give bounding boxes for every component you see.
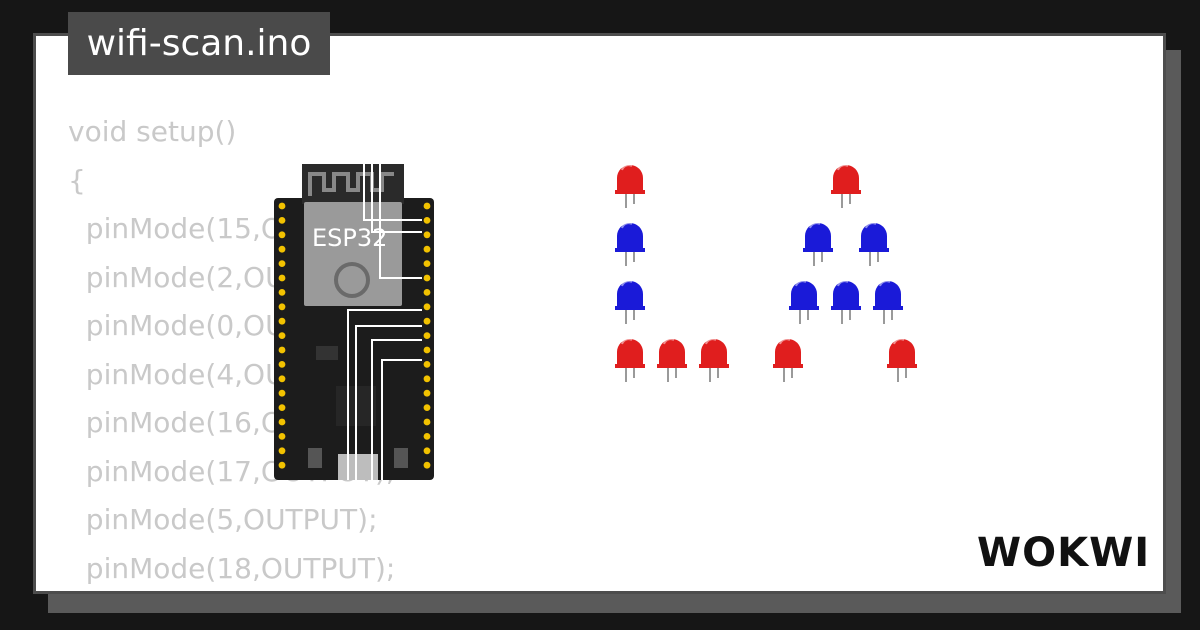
pin[interactable] bbox=[423, 231, 431, 239]
pin[interactable] bbox=[423, 260, 431, 267]
pin[interactable] bbox=[423, 332, 431, 339]
pin[interactable] bbox=[278, 375, 286, 383]
pin[interactable] bbox=[278, 346, 286, 354]
code-line: pinMode(19,OUTPUT); bbox=[68, 593, 395, 594]
red-led[interactable] bbox=[699, 338, 729, 382]
pin[interactable] bbox=[423, 202, 431, 210]
en-button[interactable] bbox=[308, 448, 322, 468]
pin[interactable] bbox=[278, 404, 286, 411]
left-pin-header bbox=[278, 202, 286, 469]
pin[interactable] bbox=[423, 317, 431, 325]
pin[interactable] bbox=[278, 389, 286, 397]
preview-card: void setup(){ pinMode(15,OUTPUT); pinMod… bbox=[33, 33, 1166, 594]
project-title: wifi-scan.ino bbox=[68, 12, 330, 75]
blue-led[interactable] bbox=[859, 222, 889, 266]
red-led[interactable] bbox=[657, 338, 687, 382]
espressif-logo-icon bbox=[334, 262, 370, 298]
chip-regulator bbox=[316, 346, 338, 360]
red-led[interactable] bbox=[831, 164, 861, 208]
pin[interactable] bbox=[278, 245, 286, 253]
blue-led[interactable] bbox=[803, 222, 833, 266]
wokwi-logo: WOKWI bbox=[977, 530, 1150, 576]
esp32-board[interactable]: ESP32 bbox=[272, 160, 442, 482]
pin[interactable] bbox=[423, 274, 431, 282]
pin[interactable] bbox=[423, 461, 431, 469]
pin[interactable] bbox=[278, 317, 286, 325]
blue-led[interactable] bbox=[615, 222, 645, 266]
red-led[interactable] bbox=[773, 338, 803, 382]
pin[interactable] bbox=[423, 447, 431, 455]
pin[interactable] bbox=[423, 361, 431, 368]
pin[interactable] bbox=[423, 433, 431, 440]
wokwi-wordmark: WOKWI bbox=[977, 530, 1150, 576]
pin[interactable] bbox=[278, 202, 286, 210]
rf-shield bbox=[304, 202, 402, 306]
red-led[interactable] bbox=[887, 338, 917, 382]
blue-led[interactable] bbox=[615, 280, 645, 324]
pin[interactable] bbox=[423, 389, 431, 397]
red-led[interactable] bbox=[615, 338, 645, 382]
pin[interactable] bbox=[278, 260, 286, 267]
pin[interactable] bbox=[278, 461, 286, 469]
code-line: pinMode(18,OUTPUT); bbox=[68, 551, 396, 585]
code-line: pinMode(5,OUTPUT); bbox=[68, 503, 378, 536]
pin[interactable] bbox=[278, 289, 286, 296]
boot-button[interactable] bbox=[394, 448, 408, 468]
right-pin-header bbox=[423, 202, 431, 469]
code-line: { bbox=[68, 163, 86, 197]
blue-led[interactable] bbox=[789, 280, 819, 324]
pin[interactable] bbox=[423, 404, 431, 411]
pin[interactable] bbox=[423, 346, 431, 354]
antenna-trace bbox=[308, 172, 394, 196]
pin[interactable] bbox=[278, 303, 286, 311]
pin[interactable] bbox=[423, 303, 431, 311]
blue-led[interactable] bbox=[873, 280, 903, 324]
board-label: ESP32 bbox=[312, 224, 387, 252]
red-led[interactable] bbox=[615, 164, 645, 208]
pin[interactable] bbox=[278, 332, 286, 339]
pin[interactable] bbox=[423, 245, 431, 253]
wire-group bbox=[347, 164, 422, 480]
pin[interactable] bbox=[278, 447, 286, 455]
pin[interactable] bbox=[278, 274, 286, 282]
pin[interactable] bbox=[278, 217, 286, 224]
pin[interactable] bbox=[278, 231, 286, 239]
antenna-module bbox=[302, 164, 404, 204]
pin[interactable] bbox=[278, 361, 286, 368]
pin[interactable] bbox=[423, 375, 431, 383]
code-line: void setup() bbox=[68, 115, 237, 148]
pin[interactable] bbox=[278, 433, 286, 440]
pin[interactable] bbox=[423, 418, 431, 426]
pin[interactable] bbox=[423, 289, 431, 296]
pin[interactable] bbox=[423, 217, 431, 224]
pin[interactable] bbox=[278, 418, 286, 426]
led-array bbox=[615, 164, 917, 382]
blue-led[interactable] bbox=[831, 280, 861, 324]
